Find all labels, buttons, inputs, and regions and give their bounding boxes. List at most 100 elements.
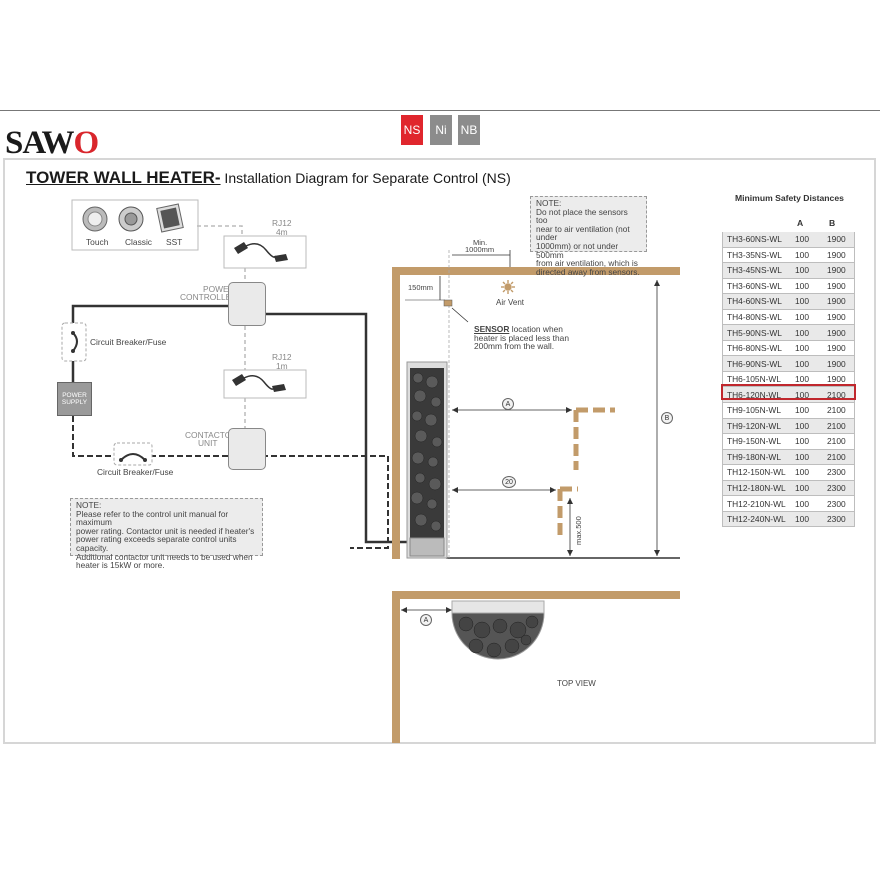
psu-label-1: POWER (62, 392, 87, 399)
sensor-note-3: 200mm from the wall. (474, 341, 555, 352)
dist-a-cell: 100 (791, 464, 823, 481)
model-cell: TH3-60NS-WL (722, 232, 791, 248)
air-vent-icon (501, 280, 515, 294)
dim-a-label: A (502, 398, 514, 410)
model-cell: TH4-80NS-WL (722, 309, 791, 326)
model-cell: TH5-90NS-WL (722, 324, 791, 341)
dim-b-label: B (661, 412, 673, 424)
power-controller-label-1: POWER (203, 284, 235, 294)
dist-b-cell: 1900 (823, 340, 855, 357)
sawo-logo: SAWO (5, 124, 99, 162)
dist-b-cell: 1900 (823, 262, 855, 279)
tab-ns[interactable]: NS (401, 115, 423, 145)
dist-b-cell: 1900 (823, 232, 855, 248)
note-bottom-line-2: power rating. Contactor unit is needed i… (76, 525, 255, 536)
dist-a-cell: 100 (791, 480, 823, 497)
note-bottom-line-4: Additional contactor unit needs to be us… (76, 551, 253, 562)
breaker-label-2: Circuit Breaker/Fuse (97, 467, 174, 477)
rj12-label-a: RJ12 (272, 218, 292, 228)
dist-a-cell: 100 (791, 278, 823, 295)
dist-a-cell: 100 (791, 402, 823, 419)
power-controller-label-2: CONTROLLER (180, 292, 238, 302)
note-top-line-2: near to air ventilation (not under (536, 223, 630, 243)
note-bottom-line-1: Please refer to the control unit manual … (76, 508, 229, 528)
dist-a-cell: 100 (791, 355, 823, 372)
top-divider (0, 110, 880, 111)
model-cell: TH6-90NS-WL (722, 355, 791, 372)
dist-a-cell: 100 (791, 371, 823, 388)
dist-a-cell: 100 (791, 262, 823, 279)
safety-table-title: Minimum Safety Distances (735, 193, 844, 203)
dist-b-cell: 1900 (823, 278, 855, 295)
title-sub: Installation Diagram for Separate Contro… (220, 170, 511, 186)
model-cell: TH3-45NS-WL (722, 262, 791, 279)
dist-a-cell: 100 (791, 247, 823, 264)
note-bottom-line-3: power rating exceeds separate control un… (76, 534, 237, 553)
model-cell: TH9-150N-WL (722, 433, 791, 450)
model-cell: TH12-180N-WL (722, 480, 791, 497)
tab-ni[interactable]: Ni (430, 115, 452, 145)
safety-col-a: A (797, 218, 804, 228)
dist-a-cell: 100 (791, 418, 823, 435)
dim-20-label: 20 (502, 476, 516, 488)
dist-b-cell: 2300 (823, 511, 855, 528)
safety-col-b: B (829, 218, 836, 228)
dist-a-cell: 100 (791, 511, 823, 528)
rj12-4m-box (223, 235, 307, 269)
note-bottom-title: NOTE: (76, 500, 102, 510)
label-sst: SST (166, 237, 183, 247)
wall-left (392, 267, 400, 559)
sensor-note-1: location when (509, 324, 563, 334)
dist-b-cell: 1900 (823, 293, 855, 310)
model-cell: TH3-35NS-WL (722, 247, 791, 264)
dist-a-cell: 100 (791, 449, 823, 466)
rj12-length-a: 4m (276, 227, 288, 237)
dist-b-cell: 2100 (823, 449, 855, 466)
dist-b-cell: 1900 (823, 371, 855, 388)
note-top-line-1: Do not place the sensors too (536, 206, 628, 226)
logo-text: SAW (5, 125, 75, 161)
model-cell: TH4-60NS-WL (722, 293, 791, 310)
min-label-2: 1000mm (465, 245, 495, 254)
note-top-line-4: from air ventilation, which is (536, 258, 638, 269)
sensor-note-2: heater is placed less than (474, 332, 569, 343)
model-cell: TH3-60NS-WL (722, 278, 791, 295)
min-label-1: Min. (473, 238, 488, 247)
breaker-label-1: Circuit Breaker/Fuse (90, 337, 167, 347)
sensor-icon (443, 299, 453, 307)
page-title: TOWER WALL HEATER- Installation Diagram … (26, 167, 511, 189)
tab-nb[interactable]: NB (458, 115, 480, 145)
dim-max500-label: max.500 (574, 516, 583, 545)
model-cell: TH12-150N-WL (722, 464, 791, 481)
sensor-note-bold: SENSOR (474, 324, 510, 334)
dist-a-cell: 100 (791, 340, 823, 357)
diagram-frame (3, 158, 876, 744)
note-top-line-5: directed away from sensors. (536, 266, 640, 277)
dist-b-cell: 2100 (823, 418, 855, 435)
dist-a-cell: 100 (791, 232, 823, 248)
d150-label: 150mm (408, 283, 434, 292)
dist-b-cell: 1900 (823, 247, 855, 264)
dist-b-cell: 2100 (823, 433, 855, 450)
model-cell: TH12-210N-WL (722, 495, 791, 512)
safety-row-highlight (721, 384, 856, 400)
note-top-title: NOTE: (536, 198, 562, 208)
dist-b-cell: 2300 (823, 495, 855, 512)
rj12-label-b: RJ12 (272, 352, 292, 362)
note-top: NOTE: Do not place the sensors too near … (530, 196, 647, 276)
air-vent-label: Air Vent (496, 298, 525, 307)
model-cell: TH6-105N-WL (722, 371, 791, 388)
